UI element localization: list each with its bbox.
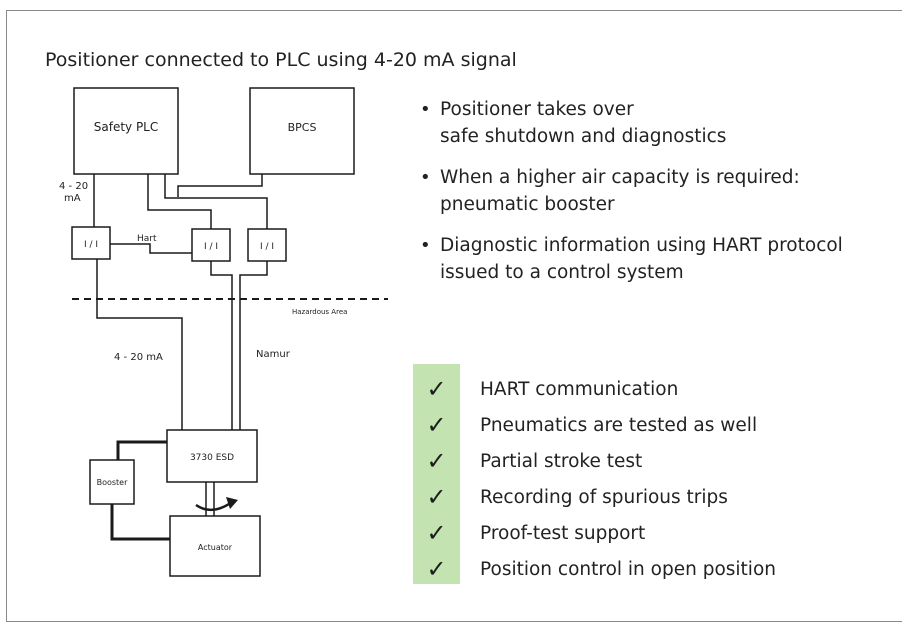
converter-label-2: I / I bbox=[204, 242, 218, 252]
bpcs-box bbox=[249, 87, 355, 175]
pneumatic-lines bbox=[110, 440, 170, 541]
slide-title: Positioner connected to PLC using 4-20 m… bbox=[45, 49, 517, 71]
namur-label: Namur bbox=[256, 349, 291, 360]
hart-label: Hart bbox=[137, 234, 157, 244]
checkmark-icon: ✓ bbox=[426, 447, 447, 475]
feature-checklist: ✓ HART communication ✓ Pneumatics are test… bbox=[413, 371, 776, 587]
rotation-arrowhead bbox=[226, 497, 238, 509]
checklist-text: Recording of spurious trips bbox=[480, 486, 728, 508]
bullet-text-line1: Diagnostic information using HART protoc… bbox=[440, 235, 843, 256]
signal-top-label-line2: mA bbox=[64, 193, 81, 204]
checkmark-icon: ✓ bbox=[426, 411, 447, 439]
checklist-item: ✓ Pneumatics are tested as well bbox=[413, 407, 776, 443]
actuator-label: Actuator bbox=[198, 543, 233, 552]
checklist-text: Partial stroke test bbox=[480, 450, 643, 472]
hazardous-area-label: Hazardous Area bbox=[292, 308, 347, 316]
checklist-item: ✓ Recording of spurious trips bbox=[413, 479, 776, 515]
signal-wiring bbox=[93, 174, 268, 430]
signal-top-label-line1: 4 - 20 bbox=[59, 181, 88, 192]
checkmark-icon: ✓ bbox=[426, 555, 447, 583]
bpcs-label: BPCS bbox=[288, 121, 317, 134]
bullet-item: • When a higher air capacity is required… bbox=[418, 164, 902, 218]
checklist-highlight-band bbox=[413, 364, 460, 584]
bullet-text-line1: Positioner takes over bbox=[440, 99, 634, 120]
checklist-text: Position control in open position bbox=[480, 558, 776, 580]
safety-plc-label: Safety PLC bbox=[94, 120, 159, 134]
bullet-text-line1: When a higher air capacity is required: bbox=[440, 167, 800, 188]
booster-box bbox=[89, 459, 135, 505]
checklist-item: ✓ Partial stroke test bbox=[413, 443, 776, 479]
actuator-box bbox=[169, 515, 261, 577]
checklist-text: Pneumatics are tested as well bbox=[480, 414, 758, 436]
checklist-text: HART communication bbox=[480, 378, 679, 400]
positioner-box bbox=[166, 429, 258, 483]
bullet-dot: • bbox=[420, 99, 431, 120]
booster-label: Booster bbox=[97, 478, 129, 487]
converter-label-3: I / I bbox=[260, 242, 274, 252]
bullet-item: • Diagnostic information using HART prot… bbox=[418, 232, 902, 286]
checklist-item: ✓ Proof-test support bbox=[413, 515, 776, 551]
checklist-item: ✓ Position control in open position bbox=[413, 551, 776, 587]
bullet-dot: • bbox=[420, 167, 431, 188]
checklist-item: ✓ HART communication bbox=[413, 371, 776, 407]
bullet-dot: • bbox=[420, 235, 431, 256]
converter-box-1 bbox=[71, 226, 111, 260]
checkmark-icon: ✓ bbox=[426, 375, 447, 403]
bullet-list: • Positioner takes over safe shutdown an… bbox=[418, 96, 902, 300]
converter-label-1: I / I bbox=[84, 240, 98, 250]
bullet-text-line2: safe shutdown and diagnostics bbox=[440, 126, 727, 147]
checkmark-icon: ✓ bbox=[426, 483, 447, 511]
positioner-label: 3730 ESD bbox=[190, 453, 234, 463]
bullet-text-line2: issued to a control system bbox=[440, 262, 684, 283]
signal-bottom-label: 4 - 20 mA bbox=[114, 352, 163, 363]
checklist-text: Proof-test support bbox=[480, 522, 646, 544]
bullet-text-line2: pneumatic booster bbox=[440, 194, 615, 215]
checkmark-icon: ✓ bbox=[426, 519, 447, 547]
bullet-item: • Positioner takes over safe shutdown an… bbox=[418, 96, 902, 150]
safety-plc-box bbox=[73, 87, 179, 175]
slide-frame bbox=[6, 10, 902, 622]
converter-box-2 bbox=[191, 228, 231, 262]
